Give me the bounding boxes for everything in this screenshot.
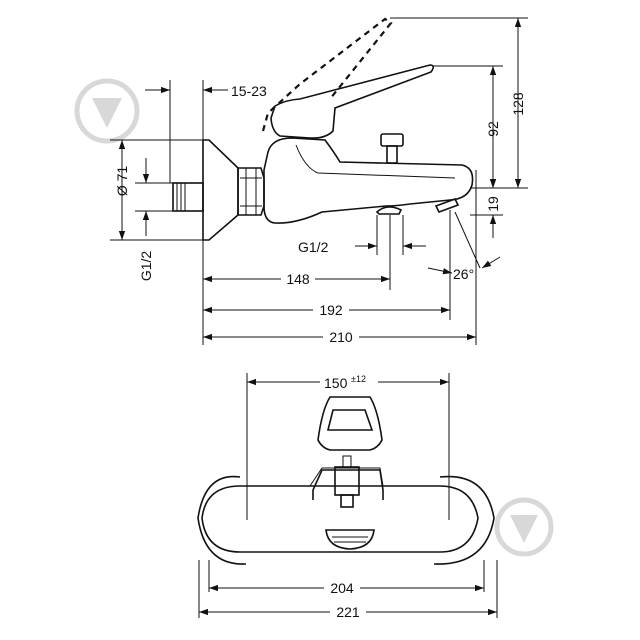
watermark-logo-left <box>74 78 140 144</box>
front-aerator <box>325 529 375 550</box>
lever-raised-dashed <box>261 17 393 132</box>
dim-128: 128 <box>510 92 526 116</box>
dim-204: 204 <box>330 580 354 596</box>
side-view-faucet <box>172 17 474 241</box>
front-body <box>201 485 479 553</box>
inlet-thread <box>172 182 204 212</box>
dim-g12-inlet: G1/2 <box>138 251 154 282</box>
faucet-body <box>263 137 474 224</box>
dim-148: 148 <box>286 271 310 287</box>
diverter-knob <box>380 133 404 164</box>
hex-nut <box>237 167 265 216</box>
front-view-dimensions: 150 ±12 204 221 <box>198 372 498 621</box>
rosette-left <box>197 475 247 565</box>
aerator <box>375 206 403 215</box>
watermark-logo-right <box>494 497 554 557</box>
dim-19: 19 <box>485 196 501 212</box>
lever-handle <box>270 64 435 139</box>
dim-150-tolerance: ±12 <box>351 374 366 384</box>
front-lever <box>317 396 383 451</box>
dim-192: 192 <box>319 302 343 318</box>
dim-diameter-71: Ø 71 <box>114 166 130 197</box>
dim-92: 92 <box>485 121 501 137</box>
rosette-right <box>433 475 495 565</box>
dim-210: 210 <box>329 329 353 345</box>
dim-g12-outlet: G1/2 <box>298 239 329 255</box>
dim-26-degrees: 26° <box>453 266 474 282</box>
dim-15-23: 15-23 <box>231 83 267 99</box>
front-view-faucet <box>197 396 495 565</box>
dim-221: 221 <box>336 604 360 620</box>
wall-rosette <box>202 139 239 241</box>
dim-150: 150 <box>324 375 348 391</box>
side-view-dimensions: 15-23 128 92 19 Ø 71 G1/2 G1/2 26° 148 <box>110 17 528 346</box>
